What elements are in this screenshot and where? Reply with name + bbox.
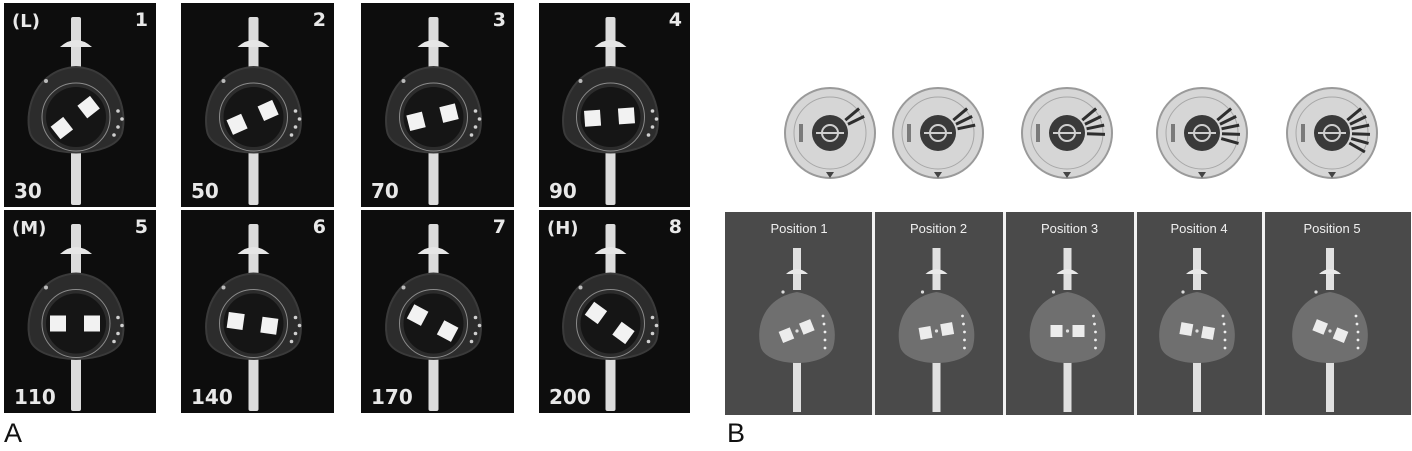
device-tile: 1 (L) 30 (4, 3, 156, 207)
tile-value: 170 (371, 385, 413, 409)
tile-value: 90 (549, 179, 577, 203)
device-icon (205, 224, 302, 411)
device-schematic (1029, 248, 1106, 412)
dial-icon (892, 87, 984, 179)
dial-icon (1021, 87, 1113, 179)
dial-icon (1286, 87, 1378, 179)
tile-value: 200 (549, 385, 591, 409)
position-column: Position 2 (873, 212, 1004, 415)
device-tile: 5 (M) 110 (4, 210, 156, 413)
device-tile: 4 90 (539, 3, 690, 207)
device-schematic (1292, 248, 1368, 412)
device-icon (385, 17, 482, 205)
position-title: Position 2 (909, 221, 968, 236)
column-divider (1134, 212, 1137, 415)
tile-number: 1 (134, 9, 148, 31)
tile-value: 140 (191, 385, 233, 409)
panel-a-label: A (4, 418, 23, 448)
tile-value: 110 (14, 385, 56, 409)
position-title: Position 4 (1170, 221, 1228, 236)
device-schematic (1159, 248, 1235, 412)
device-icon (27, 224, 125, 411)
device-tile: 2 50 (181, 3, 334, 207)
tile-mode-label: (M) (12, 218, 47, 239)
device-icon (27, 17, 125, 205)
tile-mode-label: (L) (12, 11, 40, 32)
device-icon (385, 224, 482, 411)
device-tile: 7 170 (361, 210, 514, 413)
device-icon (205, 17, 302, 205)
position-column: Position 5 (1263, 212, 1401, 415)
positions-panel: Position 1 Position 2 Position 3 Position 4… (725, 212, 1411, 415)
device-schematic (759, 248, 835, 412)
tile-number: 5 (134, 216, 148, 238)
device-schematic (898, 248, 975, 412)
device-icon (562, 17, 659, 205)
device-tile: 8 (H) 200 (539, 210, 690, 413)
tile-value: 50 (191, 179, 219, 203)
position-column: Position 3 (1004, 212, 1135, 415)
tile-value: 30 (14, 179, 42, 203)
tile-value: 70 (371, 179, 399, 203)
tile-number: 7 (492, 216, 506, 238)
tile-number: 6 (312, 216, 326, 238)
tile-number: 8 (668, 216, 682, 238)
position-column: Position 1 (725, 212, 873, 415)
position-title: Position 5 (1303, 221, 1361, 236)
position-column: Position 4 (1135, 212, 1263, 415)
tile-number: 3 (492, 9, 506, 31)
panel-b-label: B (727, 418, 746, 448)
tile-number: 4 (668, 9, 682, 31)
dial-icon (784, 87, 876, 179)
position-title: Position 1 (770, 221, 828, 236)
device-tile: 3 70 (361, 3, 514, 207)
column-divider (1003, 212, 1006, 415)
tile-mode-label: (H) (547, 218, 579, 239)
device-tile: 6 140 (181, 210, 334, 413)
tile-number: 2 (312, 9, 326, 31)
device-icon (562, 224, 659, 411)
column-divider (1262, 212, 1265, 415)
column-divider (872, 212, 875, 415)
dial-icon (1156, 87, 1248, 179)
position-title: Position 3 (1040, 221, 1099, 236)
